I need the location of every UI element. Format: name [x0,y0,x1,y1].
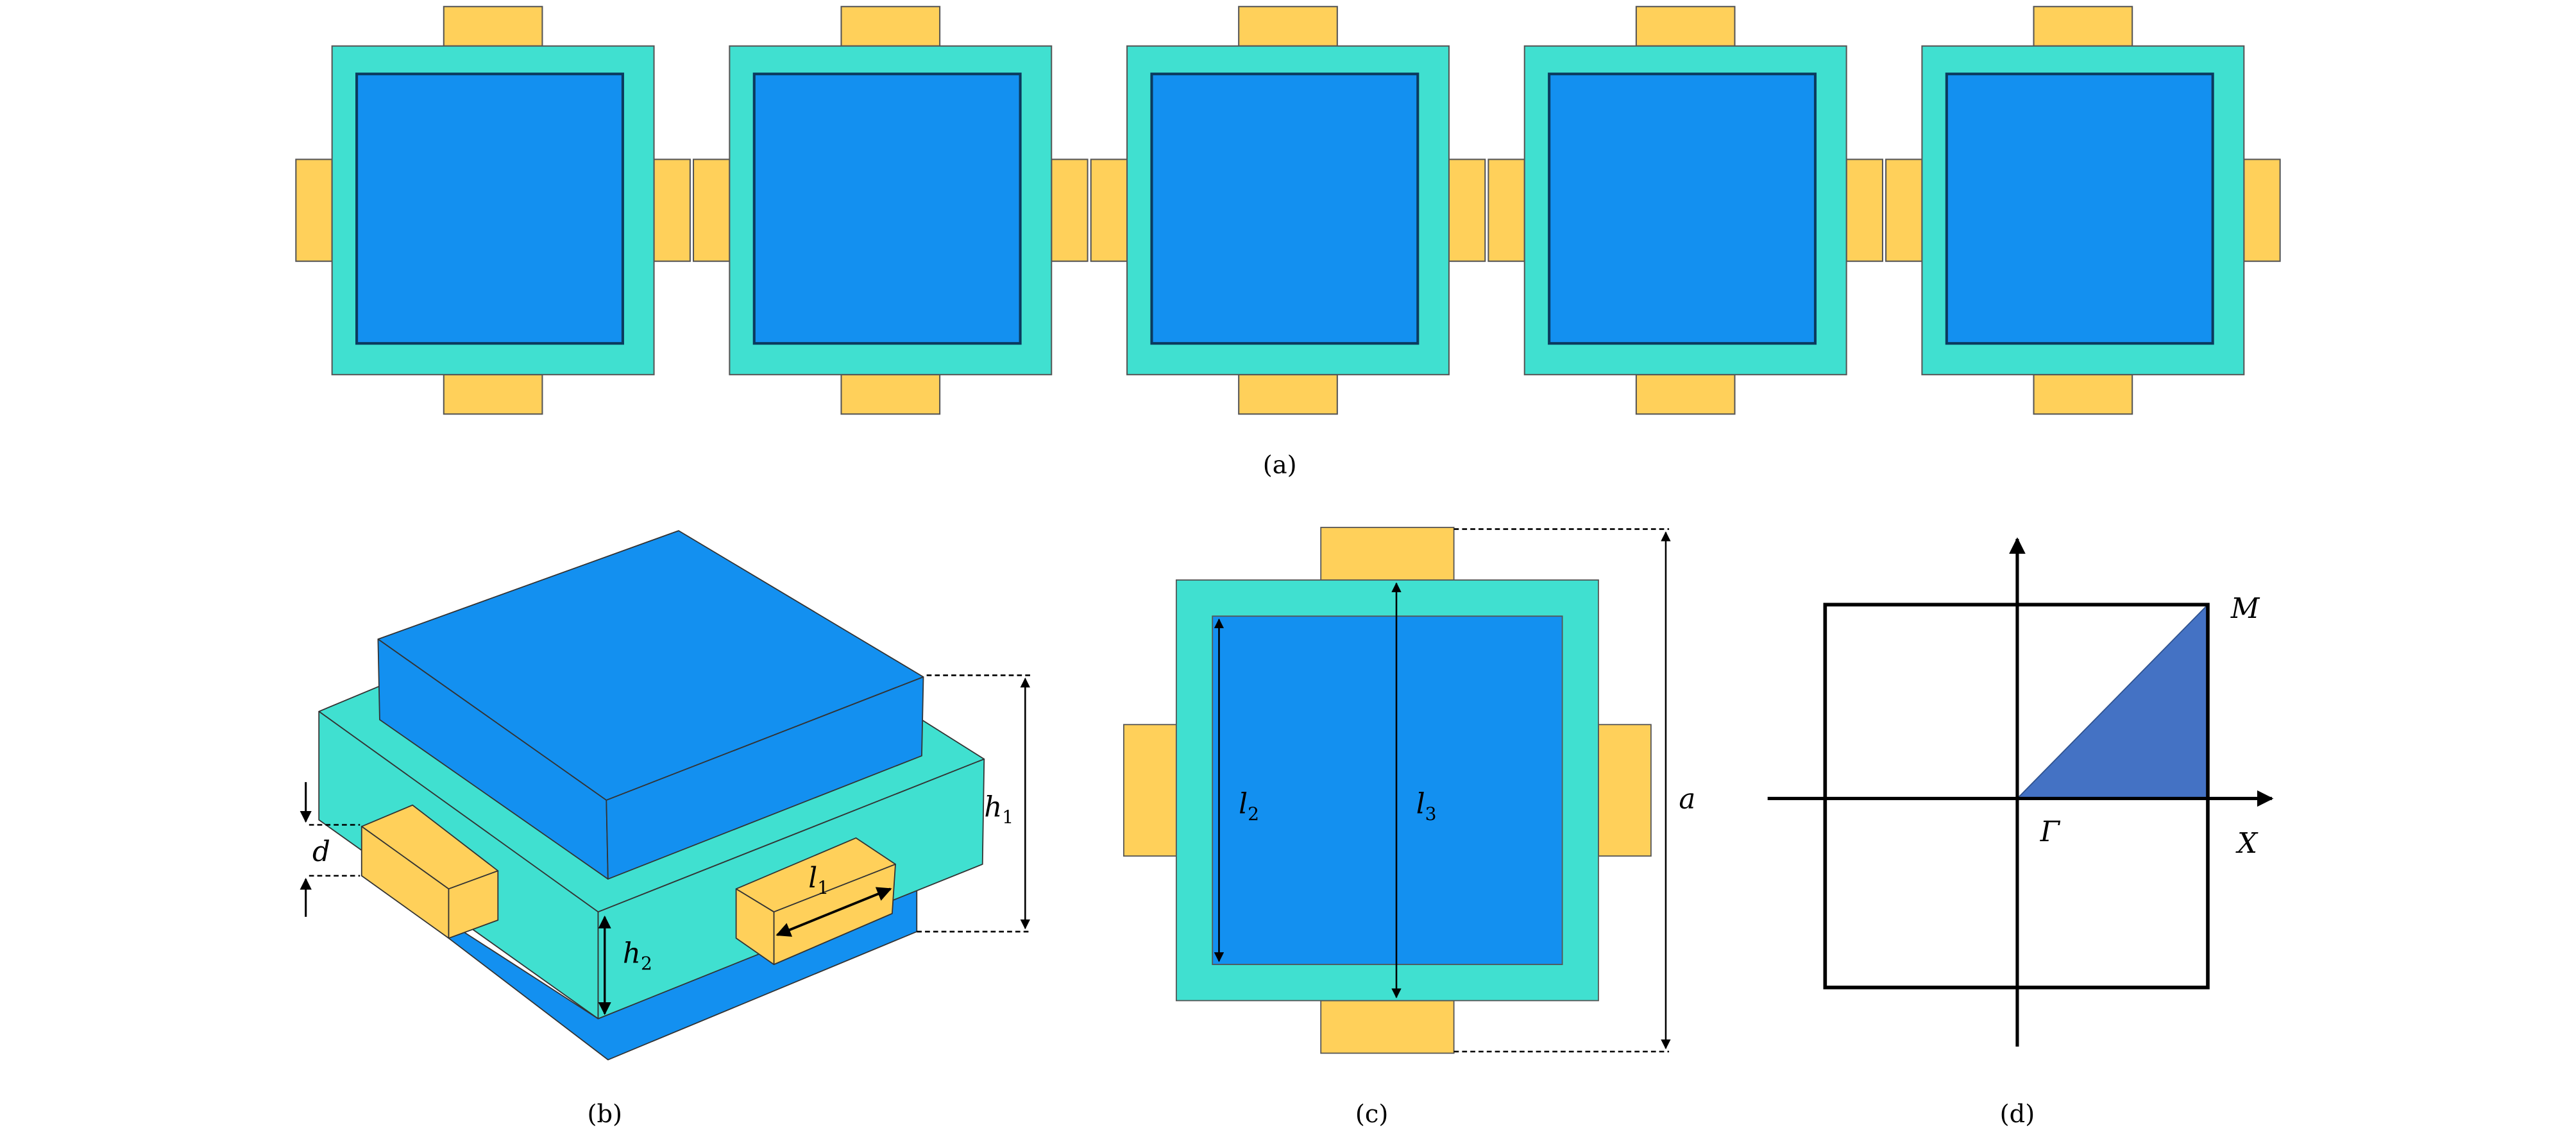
tab-top [443,6,543,47]
tab-top [1635,6,1736,47]
panel-d-brillouin-zone [1767,537,2274,1047]
tab-left [1487,158,1525,262]
right-tab-end [735,888,775,966]
irreducible-zone [2015,603,2208,799]
caption-a: (a) [1263,450,1297,479]
tab-right [1845,158,1883,262]
label-a: a [1679,783,1695,816]
tab-top [1238,6,1338,47]
label-l3: l3 [1416,789,1437,825]
label-l2: l2 [1239,789,1259,825]
panel-a-array [295,6,2281,415]
panel-c-top-view [1123,527,1652,1054]
label-Gamma: Γ [2040,816,2061,848]
label-X: X [2235,828,2258,860]
tab-left [1885,158,1923,262]
tab-right [1448,158,1486,262]
tab-right [2243,158,2281,262]
caption-d: (d) [2000,1100,2035,1129]
left-tab-end [448,870,499,939]
label-d: d [312,836,330,868]
blue-block [752,73,1022,345]
tab-bottom [1238,373,1338,415]
panel-b-dimensions [300,674,1030,1015]
blue-block [1548,73,1817,345]
tab-left [1123,724,1177,857]
label-l1: l1 [808,862,829,898]
label-h2: h2 [623,938,652,974]
caption-c: (c) [1355,1100,1388,1129]
tab-top [840,6,941,47]
tab-left [693,158,731,262]
label-h1: h1 [984,792,1013,828]
caption-b: (b) [587,1100,622,1129]
panel-c-dimensions [1214,528,1671,1053]
blue-block [1212,615,1563,966]
tab-left [295,158,333,262]
tab-right [1051,158,1089,262]
tab-left [1090,158,1128,262]
tab-bottom [1635,373,1736,415]
blue-block [1945,73,2214,345]
blue-right-face [606,676,924,880]
tab-right [653,158,691,262]
tab-right [1598,724,1652,857]
label-M: M [2230,593,2260,625]
panel-b-unit-cell-3d [318,530,985,1061]
tab-top [2033,6,2133,47]
tab-top [1320,527,1455,581]
tab-bottom [443,373,543,415]
tab-bottom [840,373,941,415]
blue-block [1150,73,1419,345]
blue-block [355,73,624,345]
tab-bottom [2033,373,2133,415]
tab-bottom [1320,1000,1455,1054]
